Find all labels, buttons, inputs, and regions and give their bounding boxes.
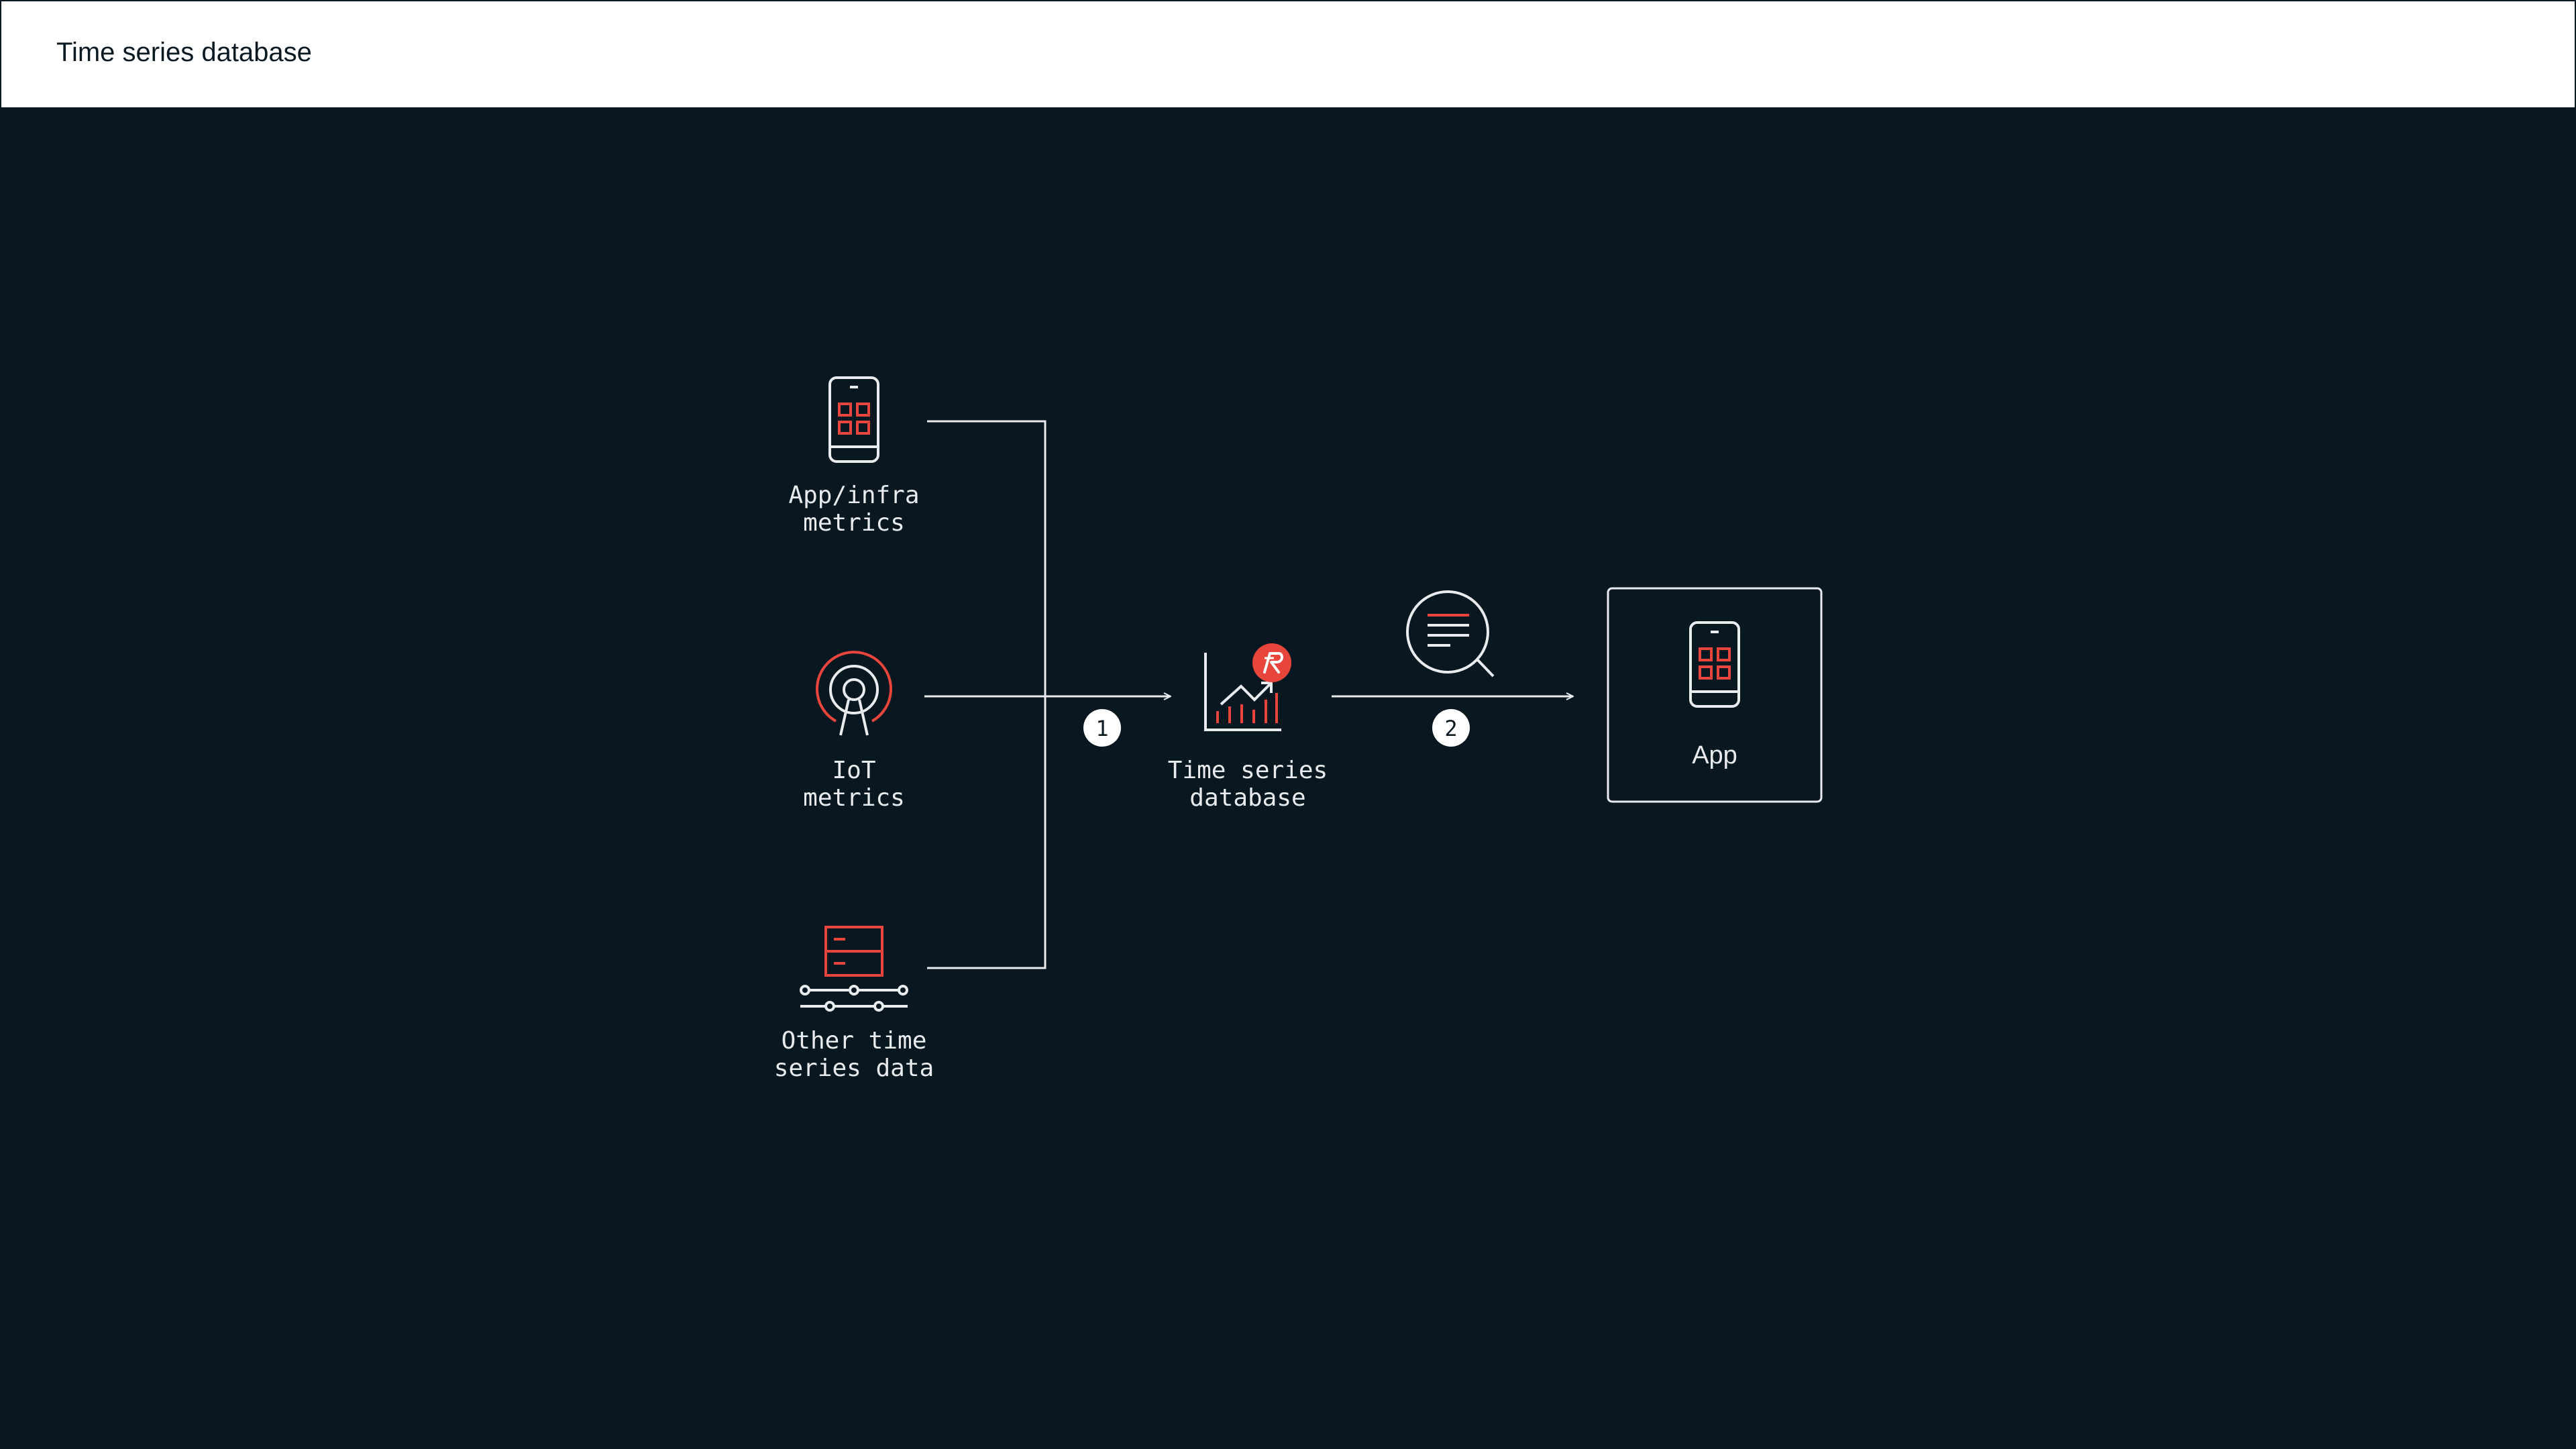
server-timeline-icon xyxy=(800,926,908,1012)
brand-logo-icon xyxy=(1252,643,1291,682)
source-label-line2: metrics xyxy=(803,784,905,812)
source-label-line2: metrics xyxy=(803,509,905,537)
source-label-line1: IoT xyxy=(832,757,875,784)
page-title: Time series database xyxy=(56,38,312,67)
mobile-app-icon xyxy=(1689,621,1740,708)
antenna-icon xyxy=(816,651,892,736)
database-label-line1: Time series xyxy=(1168,757,1328,784)
source-iot: IoT metrics xyxy=(803,651,905,812)
source-label-line1: Other time xyxy=(782,1027,927,1055)
source-label-line2: series data xyxy=(774,1055,934,1082)
connectors xyxy=(924,420,1573,969)
header-bar: Time series database xyxy=(0,0,2576,109)
step-badge-1: 1 xyxy=(1083,709,1121,747)
step-number: 1 xyxy=(1095,716,1108,741)
chart-database-icon xyxy=(1204,653,1281,731)
database-label-line2: database xyxy=(1189,784,1305,812)
document-search-icon xyxy=(1406,590,1495,678)
time-series-database: Time series database xyxy=(1168,643,1328,812)
source-other: Other time series data xyxy=(774,926,934,1082)
mobile-app-icon xyxy=(828,376,879,463)
source-label-line1: App/infra xyxy=(788,482,919,509)
app-label: App xyxy=(1692,741,1737,769)
connector-app-infra xyxy=(927,420,1046,696)
app-box: App xyxy=(1607,587,1823,803)
connector-other xyxy=(927,696,1046,969)
step-badge-2: 2 xyxy=(1432,709,1470,747)
step-number: 2 xyxy=(1444,716,1457,741)
source-app-infra: App/infra metrics xyxy=(788,376,920,537)
